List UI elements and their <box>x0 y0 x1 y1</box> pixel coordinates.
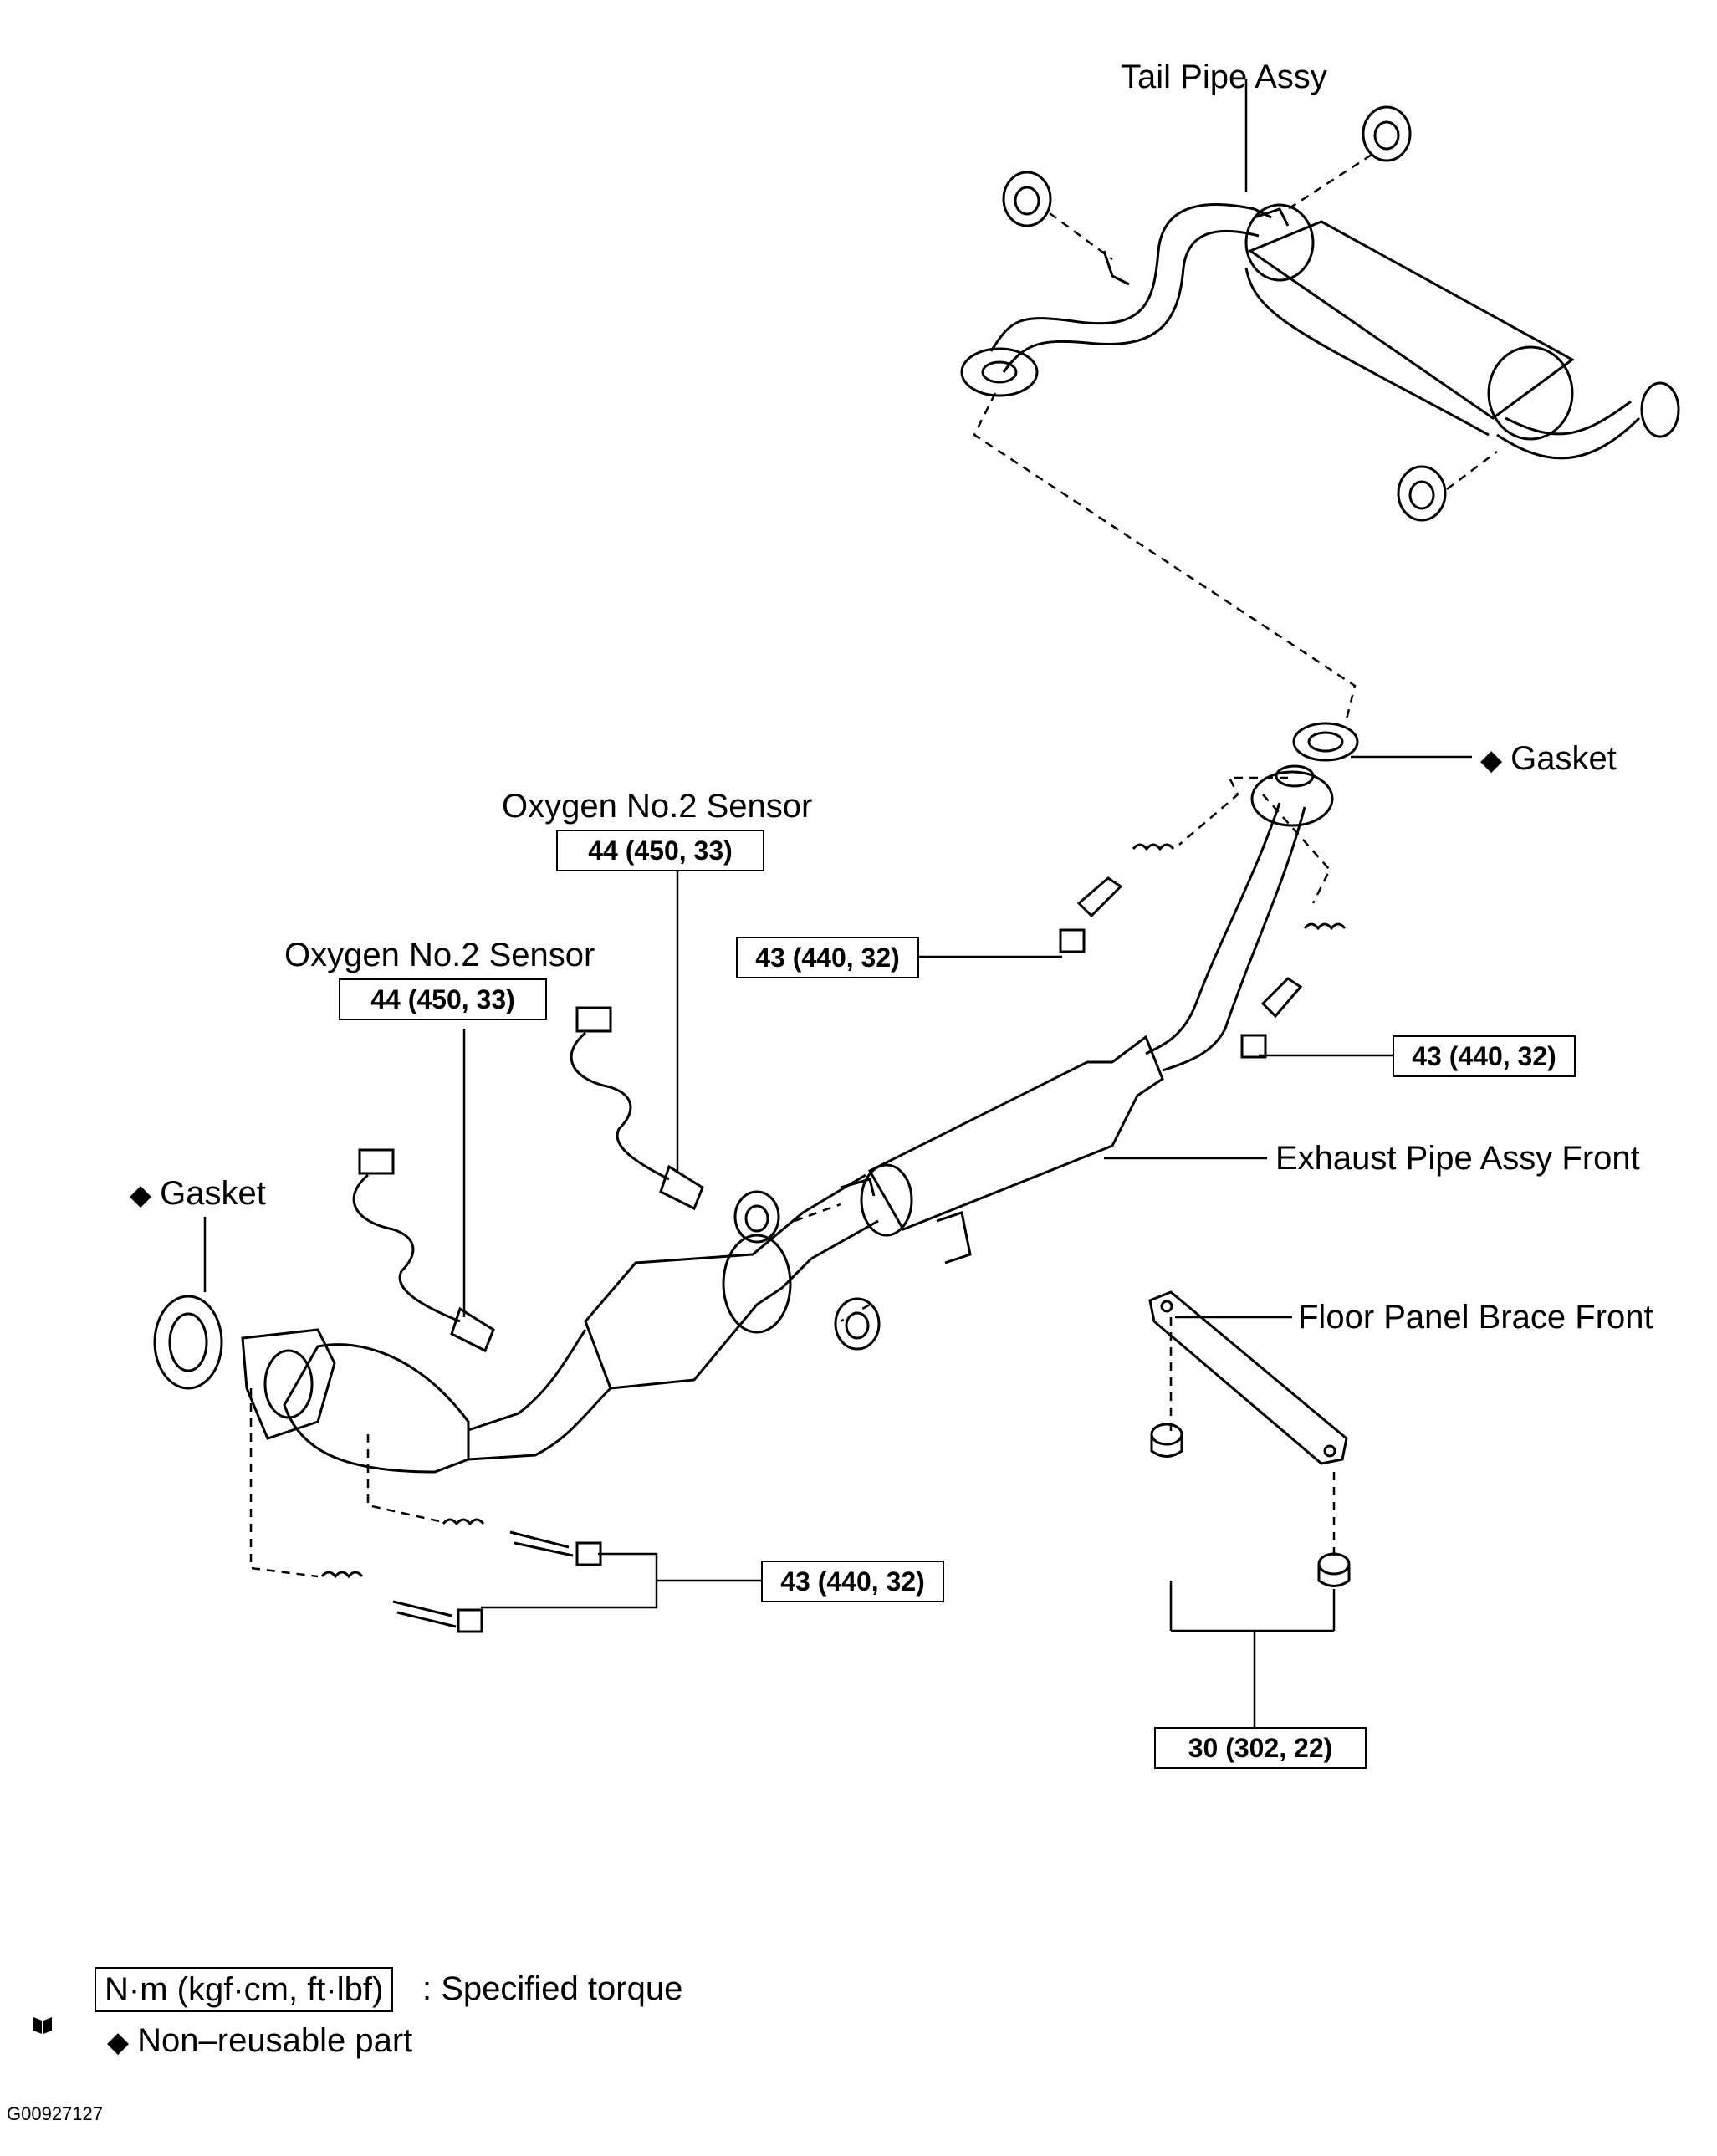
label-floor-panel-brace-front: Floor Panel Brace Front <box>1298 1299 1653 1336</box>
label-tail-pipe-assy: Tail Pipe Assy <box>1121 59 1327 95</box>
gasket-left-text: Gasket <box>160 1175 266 1212</box>
legend-nonreusable-text: Non–reusable part <box>137 2022 413 2059</box>
figure-code: G00927127 <box>7 2103 103 2124</box>
label-exhaust-pipe-assy-front: Exhaust Pipe Assy Front <box>1275 1140 1640 1177</box>
label-gasket-left: ◆Gasket <box>130 1175 266 1213</box>
label-oxygen-sensor-upper: Oxygen No.2 Sensor <box>502 788 813 825</box>
bolt-spring-bottom-1 <box>442 1518 602 1566</box>
brace-nut-2 <box>1317 1552 1351 1587</box>
book-icon <box>33 2017 52 2034</box>
diamond-icon: ◆ <box>130 1179 152 1211</box>
tail-pipe-assy-drawing <box>960 202 1680 460</box>
legend-torque-unit: N·m (kgf·cm, ft·lbf) <box>95 1967 394 2012</box>
legend-torque-desc: : Specified torque <box>422 1970 683 2007</box>
label-oxygen-sensor-lower: Oxygen No.2 Sensor <box>284 937 595 973</box>
torque-bolt-center: 43 (440, 32) <box>736 937 919 978</box>
torque-oxygen-lower: 44 (450, 33) <box>339 978 547 1020</box>
diamond-icon: ◆ <box>107 2026 130 2058</box>
legend-nonreusable: ◆Non–reusable part <box>107 2022 412 2061</box>
diamond-icon: ◆ <box>1480 744 1503 776</box>
rubber-hanger-2 <box>1362 105 1412 162</box>
torque-brace: 30 (302, 22) <box>1154 1727 1367 1769</box>
leader-bolt-bottom-bracket <box>481 1552 658 1609</box>
brace-nut-1 <box>1150 1423 1183 1458</box>
bolt-spring-center <box>1059 843 1175 953</box>
rubber-hanger-4 <box>733 1190 780 1244</box>
rubber-hanger-1 <box>1002 171 1052 227</box>
label-gasket-right: ◆Gasket <box>1480 740 1617 779</box>
gasket-right-drawing <box>1292 722 1359 762</box>
bolt-spring-bottom-2 <box>320 1571 483 1633</box>
oxygen-sensor-upper-drawing <box>570 1006 704 1211</box>
bolt-spring-right <box>1240 922 1347 1059</box>
rubber-hanger-5 <box>834 1297 881 1351</box>
gasket-right-text: Gasket <box>1510 740 1617 777</box>
torque-bolt-right: 43 (440, 32) <box>1393 1035 1576 1077</box>
floor-panel-brace-drawing <box>1148 1290 1348 1465</box>
exhaust-pipe-drawing <box>241 764 1334 1474</box>
torque-bolt-bottom: 43 (440, 32) <box>761 1561 944 1602</box>
rubber-hanger-3 <box>1397 465 1447 522</box>
torque-oxygen-upper: 44 (450, 33) <box>556 830 764 871</box>
gasket-left-drawing <box>153 1295 223 1390</box>
oxygen-sensor-lower-drawing <box>352 1148 495 1353</box>
